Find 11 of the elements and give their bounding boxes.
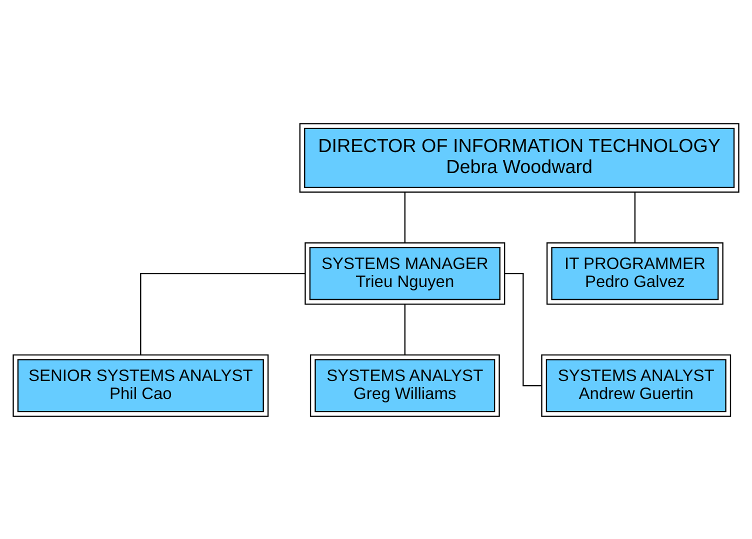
node-box: SYSTEMS ANALYST Greg Williams [310, 354, 500, 416]
node-box: SENIOR SYSTEMS ANALYST Phil Cao [12, 354, 269, 416]
connector [504, 272, 542, 386]
node-box: IT PROGRAMMER Pedro Galvez [546, 242, 724, 304]
connector [404, 304, 406, 354]
node-box: SYSTEMS ANALYST Andrew Guertin [541, 354, 732, 416]
node-box: DIRECTOR OF INFORMATION TECHNOLOGY Debra Woodward [299, 122, 740, 192]
node-box: SYSTEMS MANAGER Trieu Nguyen [304, 242, 506, 304]
connector [634, 192, 636, 242]
connector [404, 192, 406, 242]
connector [140, 272, 305, 354]
